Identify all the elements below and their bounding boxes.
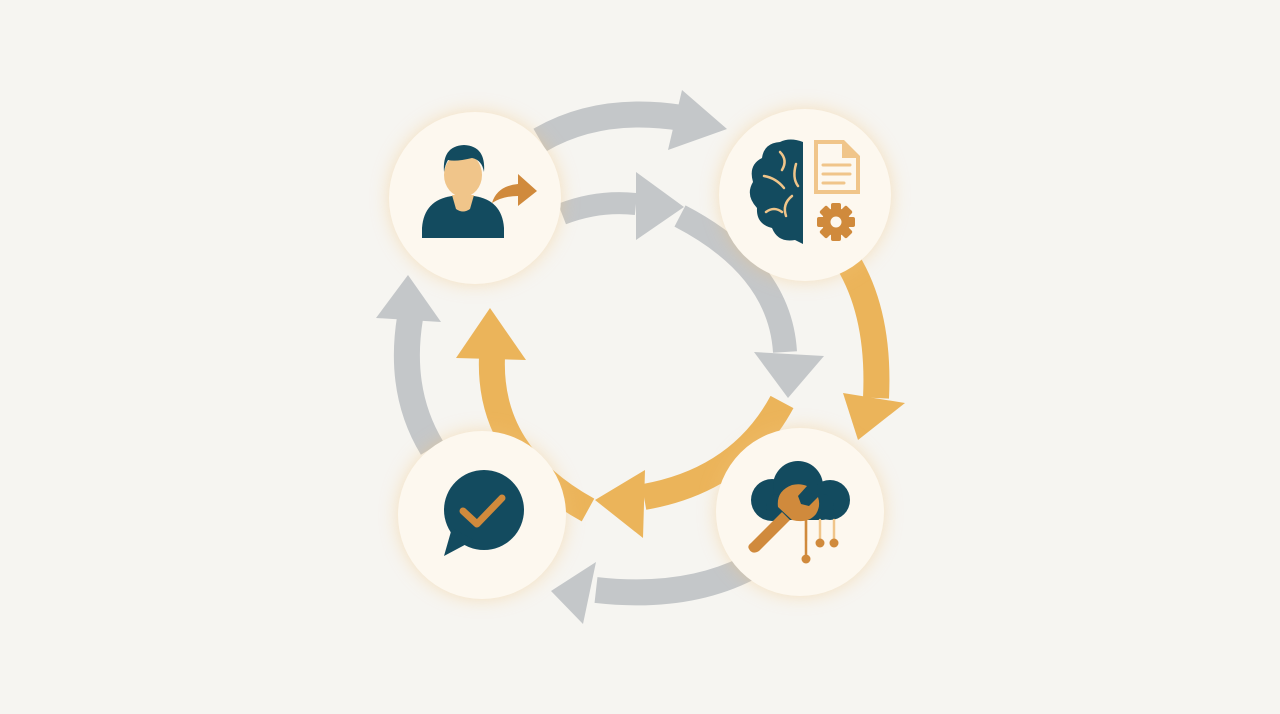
gear-icon: [817, 203, 855, 241]
arrow-outer-left: [376, 275, 444, 455]
arrow-inner-top: [558, 172, 684, 240]
arrow-outer-bottom: [551, 556, 754, 624]
node-knowledge-processing: [719, 109, 891, 281]
chat-checkmark-icon: [444, 470, 524, 556]
arrow-outer-top: [533, 90, 727, 152]
node-confirmation: [398, 431, 566, 599]
node-cloud-tools: [716, 428, 884, 596]
arrow-inner-right: [674, 205, 824, 398]
wrench-icon: [748, 484, 820, 553]
cycle-arrows: [376, 90, 905, 624]
arrow-outer-right: [836, 255, 905, 440]
node-user-handoff: [389, 112, 561, 284]
brain-document-gear-icon: [749, 139, 860, 244]
cycle-nodes: [389, 109, 891, 599]
arrow-inner-bottom: [595, 395, 794, 538]
cloud-wrench-circuit-icon: [748, 461, 850, 564]
person-forward-arrow-icon: [422, 145, 537, 238]
